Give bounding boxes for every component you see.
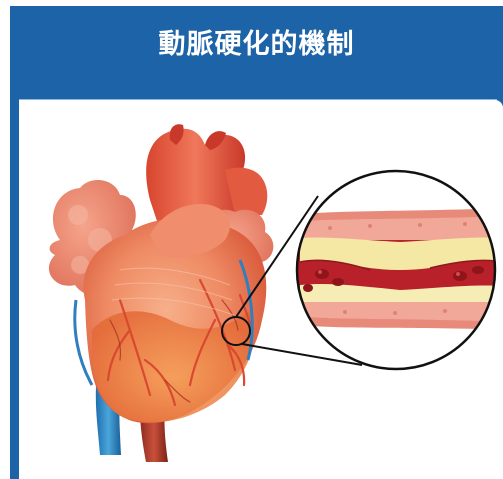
artery-cross-section [290,165,503,385]
